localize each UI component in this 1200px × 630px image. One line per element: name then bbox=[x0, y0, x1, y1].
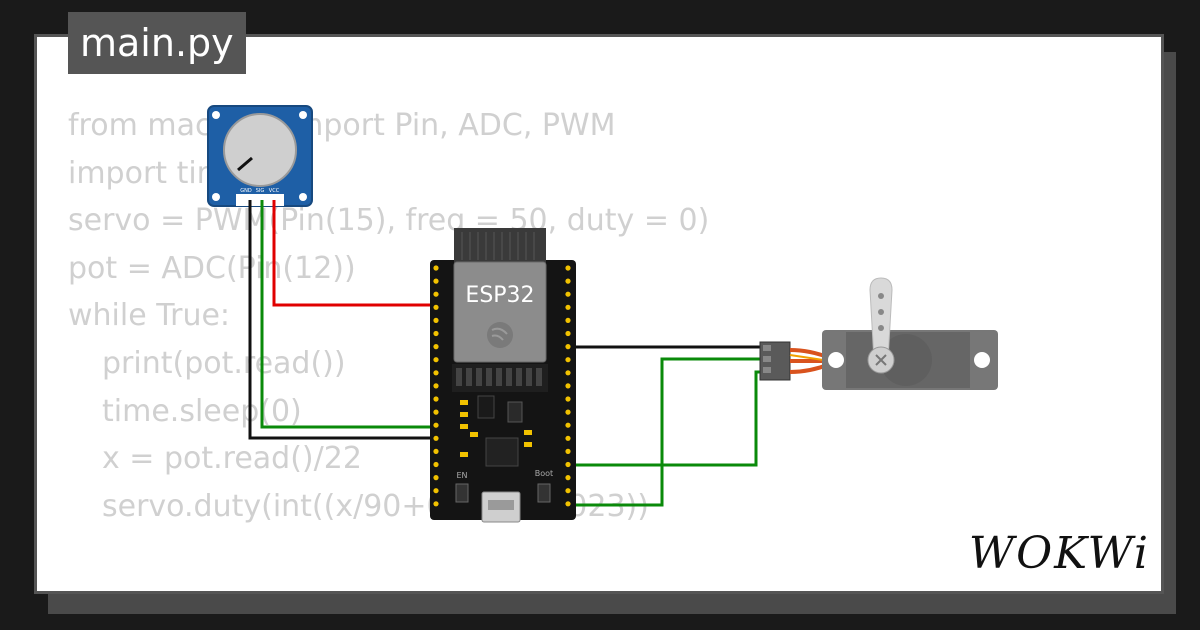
esp32-board[interactable]: ESP32 Boot EN bbox=[430, 228, 576, 523]
header-pin[interactable] bbox=[565, 370, 571, 376]
wire-servo-pwm bbox=[568, 357, 760, 507]
header-pin[interactable] bbox=[433, 409, 439, 415]
wire-vcc bbox=[272, 200, 434, 307]
en-button[interactable] bbox=[455, 483, 469, 503]
header-pin[interactable] bbox=[433, 304, 439, 310]
header-pin[interactable] bbox=[433, 435, 439, 441]
header-pin[interactable] bbox=[565, 396, 571, 402]
header-pin[interactable] bbox=[565, 501, 571, 507]
header-pin[interactable] bbox=[433, 344, 439, 350]
code-line: x = pot.read()/22 bbox=[102, 441, 362, 477]
header-pin[interactable] bbox=[433, 370, 439, 376]
header-pin[interactable] bbox=[565, 383, 571, 389]
wire-pot-sig bbox=[260, 200, 434, 429]
code-line: servo = PWM(Pin(15), freq = 50, duty = 0… bbox=[68, 203, 710, 239]
wire-pot-gnd bbox=[248, 200, 434, 440]
header-pin[interactable] bbox=[565, 488, 571, 494]
header-pin[interactable] bbox=[433, 317, 439, 323]
header-pin[interactable] bbox=[433, 501, 439, 507]
header-pin[interactable] bbox=[433, 475, 439, 481]
code-line: time.sleep(0) bbox=[102, 393, 302, 429]
header-pin[interactable] bbox=[433, 330, 439, 337]
pot-knob-indicator bbox=[237, 156, 253, 172]
file-tab[interactable]: main.py bbox=[68, 12, 246, 74]
esp32-label: ESP32 bbox=[465, 283, 534, 308]
header-pin[interactable] bbox=[433, 278, 439, 284]
header-pin[interactable] bbox=[433, 265, 439, 271]
header-pin[interactable] bbox=[565, 409, 571, 415]
header-pin[interactable] bbox=[565, 344, 571, 350]
header-pin[interactable] bbox=[565, 291, 571, 297]
header-pin[interactable] bbox=[433, 488, 439, 494]
code-line: pot = ADC(Pin(12)) bbox=[68, 250, 356, 286]
header-pin[interactable] bbox=[433, 357, 439, 363]
wokwi-logo: WOKWi bbox=[968, 528, 1150, 579]
boot-button[interactable] bbox=[537, 483, 551, 503]
servo-motor[interactable] bbox=[759, 277, 998, 390]
pot-pin-vcc: VCC bbox=[269, 188, 280, 194]
header-pin[interactable] bbox=[565, 317, 571, 323]
servo-horn-screw-icon bbox=[875, 354, 887, 366]
header-pin[interactable] bbox=[433, 461, 439, 468]
pot-pin-gnd: GND bbox=[240, 188, 252, 194]
header-pin[interactable] bbox=[565, 422, 571, 428]
header-pin[interactable] bbox=[433, 291, 439, 297]
header-pin[interactable] bbox=[433, 396, 439, 402]
en-label: EN bbox=[456, 471, 467, 480]
header-pin[interactable] bbox=[565, 435, 571, 441]
header-pin[interactable] bbox=[433, 448, 439, 454]
header-pin[interactable] bbox=[565, 475, 571, 481]
potentiometer[interactable]: GND SIG VCC bbox=[207, 105, 313, 207]
header-pin[interactable] bbox=[565, 461, 571, 468]
code-line: while True: bbox=[68, 298, 231, 334]
header-pin[interactable] bbox=[565, 357, 571, 363]
header-pin[interactable] bbox=[565, 304, 571, 310]
wires bbox=[248, 200, 760, 507]
espressif-logo-icon bbox=[487, 322, 513, 348]
wire-servo-vcc bbox=[568, 370, 760, 467]
header-pin[interactable] bbox=[565, 448, 571, 454]
header-pin[interactable] bbox=[565, 265, 571, 271]
header-pin[interactable] bbox=[433, 422, 439, 428]
boot-label: Boot bbox=[535, 469, 553, 478]
header-pin[interactable] bbox=[433, 383, 439, 389]
header-pin[interactable] bbox=[565, 330, 571, 337]
header-pin[interactable] bbox=[565, 278, 571, 284]
pot-pin-sig: SIG bbox=[256, 188, 265, 194]
code-line: print(pot.read()) bbox=[102, 345, 346, 381]
